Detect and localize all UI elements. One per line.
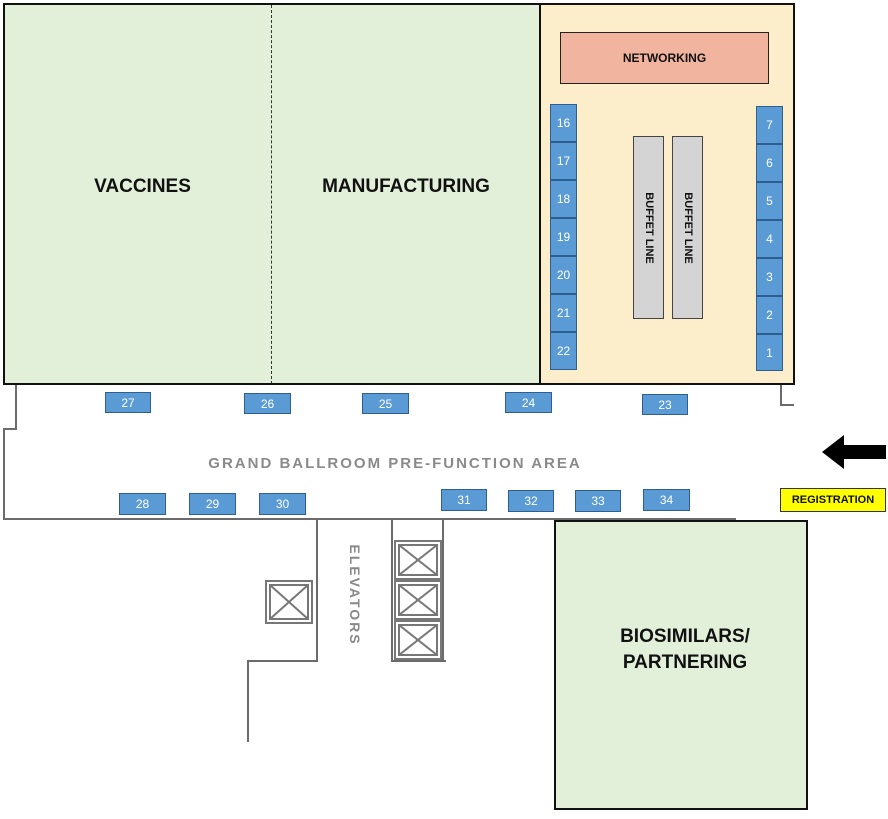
booth[interactable]: 24 [505, 392, 552, 413]
vaccines-room [4, 5, 272, 384]
booth[interactable]: 23 [642, 394, 688, 415]
elevators-label-text: ELEVATORS [347, 544, 363, 646]
elevator-cross-icon [394, 540, 442, 580]
wall [247, 660, 249, 742]
wall [3, 428, 5, 520]
elevator-cross-icon [394, 620, 442, 660]
wall [539, 3, 541, 385]
booth[interactable]: 25 [362, 393, 409, 414]
wall [442, 520, 444, 662]
booth[interactable]: 21 [550, 294, 577, 332]
room-divider [271, 5, 272, 384]
booth[interactable]: 31 [441, 489, 487, 511]
manufacturing-room [272, 5, 540, 384]
wall [780, 404, 794, 406]
wall [391, 660, 446, 662]
room-label-biosimilars-line2: PARTNERING [622, 652, 748, 673]
room-label-biosimilars-line1: BIOSIMILARS/ [620, 626, 750, 647]
buffet-line: BUFFET LINE [672, 136, 703, 319]
wall [391, 520, 393, 662]
registration-label: REGISTRATION [791, 494, 875, 506]
wall [3, 3, 5, 385]
room-label-biosimilars: BIOSIMILARS/ PARTNERING [575, 624, 795, 676]
registration-desk[interactable]: REGISTRATION [780, 488, 886, 512]
booth[interactable]: 33 [575, 490, 621, 512]
booth[interactable]: 20 [550, 256, 577, 294]
wall [3, 383, 795, 385]
arrow-left-icon [822, 433, 888, 471]
wall [793, 3, 795, 385]
booth[interactable]: 34 [643, 489, 690, 511]
wall [780, 385, 782, 405]
wall [15, 385, 17, 430]
elevators-label: ELEVATORS [340, 544, 370, 646]
booth[interactable]: 26 [244, 393, 291, 414]
room-label-vaccines: VACCINES [94, 176, 191, 197]
booth[interactable]: 29 [189, 493, 236, 515]
booth[interactable]: 22 [550, 332, 577, 370]
buffet-line-label: BUFFET LINE [642, 191, 655, 264]
wall [3, 518, 736, 520]
booth[interactable]: 28 [119, 493, 166, 515]
booth[interactable]: 7 [756, 106, 783, 144]
elevator-cross-icon [394, 580, 442, 620]
buffet-line: BUFFET LINE [633, 136, 664, 319]
booth[interactable]: 16 [550, 104, 577, 142]
room-label-manufacturing: MANUFACTURING [322, 176, 490, 197]
booth[interactable]: 2 [756, 296, 783, 334]
booth[interactable]: 6 [756, 144, 783, 182]
room-label-networking: NETWORKING [622, 51, 707, 65]
booth[interactable]: 1 [756, 334, 783, 371]
networking-area: NETWORKING [560, 32, 769, 84]
buffet-line-label: BUFFET LINE [681, 191, 694, 264]
booth[interactable]: 18 [550, 180, 577, 218]
booth[interactable]: 32 [508, 490, 554, 512]
prefunction-area-label: GRAND BALLROOM PRE-FUNCTION AREA [208, 455, 582, 472]
elevator-cross-icon [265, 580, 313, 624]
booth[interactable]: 19 [550, 218, 577, 256]
wall [3, 428, 17, 430]
wall [247, 660, 318, 662]
biosimilars-room [554, 520, 808, 810]
booth[interactable]: 3 [756, 258, 783, 296]
wall [3, 3, 795, 5]
booth[interactable]: 17 [550, 142, 577, 180]
booth[interactable]: 5 [756, 182, 783, 220]
wall [316, 520, 318, 662]
booth[interactable]: 27 [105, 392, 151, 413]
booth[interactable]: 30 [259, 493, 306, 515]
booth[interactable]: 4 [756, 220, 783, 258]
